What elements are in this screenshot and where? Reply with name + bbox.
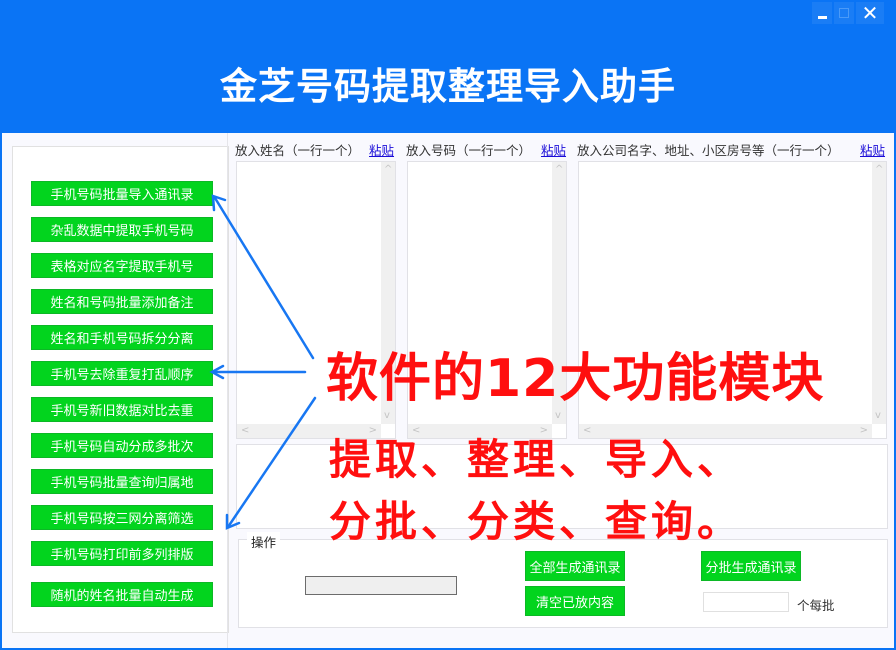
scroll-up-icon[interactable]: ^ xyxy=(384,164,393,175)
minimize-button[interactable] xyxy=(812,2,832,24)
scroll-right-icon[interactable]: > xyxy=(859,425,868,436)
btn-table-extract[interactable]: 表格对应名字提取手机号 xyxy=(31,253,213,278)
btn-dedupe-shuffle[interactable]: 手机号去除重复打乱顺序 xyxy=(31,361,213,386)
extra-hscrollbar[interactable]: < > xyxy=(579,424,872,438)
scroll-up-icon[interactable]: ^ xyxy=(875,164,884,175)
names-hscrollbar[interactable]: < > xyxy=(237,424,381,438)
extra-textarea[interactable]: ^ v < > xyxy=(578,161,887,439)
btn-carrier-filter[interactable]: 手机号码按三网分离筛选 xyxy=(31,505,213,530)
btn-add-remarks[interactable]: 姓名和号码批量添加备注 xyxy=(31,289,213,314)
batch-size-input[interactable] xyxy=(703,592,789,612)
scroll-left-icon[interactable]: < xyxy=(241,425,250,436)
maximize-icon xyxy=(839,8,849,18)
names-textarea[interactable]: ^ v < > xyxy=(236,161,396,439)
client-area: 手机号码批量导入通讯录 杂乱数据中提取手机号码 表格对应名字提取手机号 姓名和号… xyxy=(2,133,894,648)
generate-batch-button[interactable]: 分批生成通讯录 xyxy=(701,551,801,581)
btn-split-batches[interactable]: 手机号码自动分成多批次 xyxy=(31,433,213,458)
scroll-left-icon[interactable]: < xyxy=(583,425,592,436)
maximize-button[interactable] xyxy=(834,2,854,24)
btn-random-names[interactable]: 随机的姓名批量自动生成 xyxy=(31,582,213,607)
function-panel: 手机号码批量导入通讯录 杂乱数据中提取手机号码 表格对应名字提取手机号 姓名和号… xyxy=(12,146,229,633)
scroll-down-icon[interactable]: v xyxy=(555,410,561,421)
numbers-label: 放入号码（一行一个） xyxy=(406,143,532,158)
numbers-vscrollbar[interactable]: ^ v xyxy=(552,162,566,424)
divider xyxy=(227,133,228,648)
btn-query-location[interactable]: 手机号码批量查询归属地 xyxy=(31,469,213,494)
btn-split-name-number[interactable]: 姓名和手机号码拆分分离 xyxy=(31,325,213,350)
minimize-icon xyxy=(817,15,827,19)
generate-all-button[interactable]: 全部生成通讯录 xyxy=(525,551,625,581)
scroll-right-icon[interactable]: > xyxy=(368,425,377,436)
operations-group: 操作 全部生成通讯录 清空已放内容 分批生成通讯录 个每批 xyxy=(238,532,888,628)
btn-extract-numbers[interactable]: 杂乱数据中提取手机号码 xyxy=(31,217,213,242)
batch-size-unit: 个每批 xyxy=(797,598,835,613)
close-button[interactable]: ✕ xyxy=(856,1,884,25)
names-label: 放入姓名（一行一个） xyxy=(235,143,361,158)
scroll-left-icon[interactable]: < xyxy=(412,425,421,436)
btn-print-layout[interactable]: 手机号码打印前多列排版 xyxy=(31,541,213,566)
scroll-up-icon[interactable]: ^ xyxy=(555,164,564,175)
scroll-down-icon[interactable]: v xyxy=(875,410,881,421)
numbers-hscrollbar[interactable]: < > xyxy=(408,424,552,438)
scroll-down-icon[interactable]: v xyxy=(384,410,390,421)
btn-import-contacts[interactable]: 手机号码批量导入通讯录 xyxy=(31,181,213,206)
scroll-right-icon[interactable]: > xyxy=(539,425,548,436)
output-box xyxy=(236,444,888,529)
extra-paste-link[interactable]: 粘贴 xyxy=(860,143,886,158)
app-title: 金芝号码提取整理导入助手 xyxy=(220,65,676,108)
extra-vscrollbar[interactable]: ^ v xyxy=(872,162,886,424)
numbers-paste-link[interactable]: 粘贴 xyxy=(541,143,567,158)
names-paste-link[interactable]: 粘贴 xyxy=(369,143,395,158)
extra-label: 放入公司名字、地址、小区房号等（一行一个） xyxy=(577,143,840,158)
title-bar: 金芝号码提取整理导入助手 ✕ xyxy=(0,0,896,133)
btn-compare-dedupe[interactable]: 手机号新旧数据对比去重 xyxy=(31,397,213,422)
close-icon: ✕ xyxy=(861,1,879,25)
clear-button[interactable]: 清空已放内容 xyxy=(525,586,625,616)
numbers-textarea[interactable]: ^ v < > xyxy=(407,161,567,439)
progress-bar xyxy=(305,576,457,595)
names-vscrollbar[interactable]: ^ v xyxy=(381,162,395,424)
operations-legend: 操作 xyxy=(247,532,281,551)
